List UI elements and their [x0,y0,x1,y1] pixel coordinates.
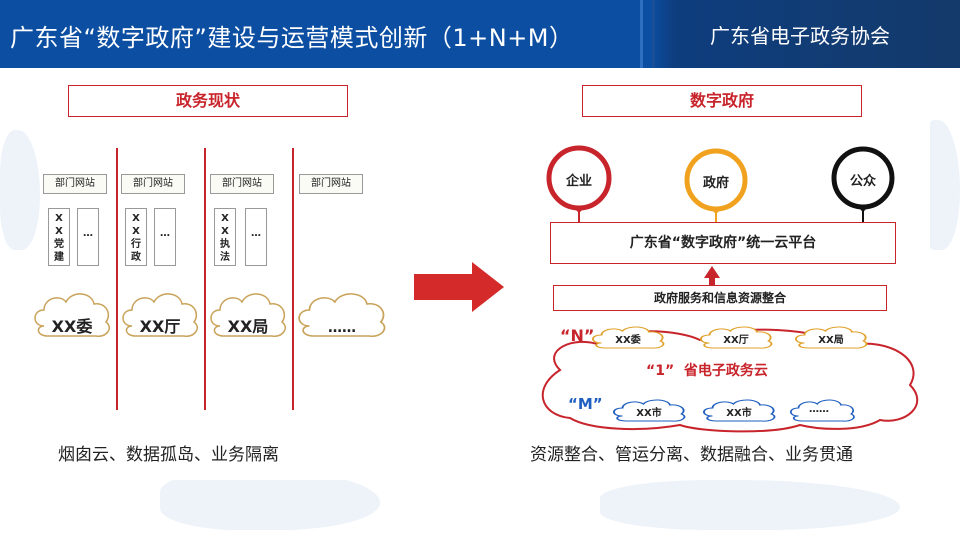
background-map [0,130,40,250]
column-divider [204,148,206,410]
m-label: “M” [568,395,603,413]
slide-title: 广东省“数字政府”建设与运营模式创新（1+N+M） [10,24,574,52]
department-website: 部门网站 [210,174,274,194]
more-box-text: … [160,228,170,239]
app-box-text: XX执法 [220,213,230,263]
app-box: XX行政 [125,208,147,266]
organization-name: 广东省电子政务协会 [710,24,890,48]
left-caption: 烟囱云、数据孤岛、业务隔离 [58,445,279,465]
more-box-text: … [83,228,93,239]
background-map [160,470,380,530]
n-label: “N” [560,326,595,345]
column-divider [116,148,118,410]
header-divider [640,0,643,68]
integration-text: 政府服务和信息资源整合 [653,291,786,305]
more-box: … [245,208,267,266]
app-box-text: XX行政 [131,213,141,263]
right-heading-text: 数字政府 [689,91,754,110]
integration-box: 政府服务和信息资源整合 [553,285,887,311]
unified-platform-text: 广东省“数字政府”统一云平台 [629,235,817,251]
app-box-text: XX党建 [54,213,64,263]
column-divider [292,148,294,410]
header-divider [652,0,655,68]
n-cloud-label: XX局 [818,335,844,346]
unified-platform-box: 广东省“数字政府”统一云平台 [550,222,896,264]
left-heading: 政务现状 [68,85,348,117]
background-map [600,480,900,530]
public-label: 公众 [849,174,876,189]
header-right-band [650,0,960,68]
n-cloud-label: XX委 [615,335,641,346]
app-box: XX执法 [214,208,236,266]
department-website: 部门网站 [121,174,185,194]
app-box: XX党建 [48,208,70,266]
left-heading-text: 政务现状 [175,91,240,110]
more-box-text: … [251,228,261,239]
right-caption: 资源整合、管运分离、数据融合、业务贯通 [530,445,853,465]
government-label: 政府 [702,176,729,191]
more-box: … [154,208,176,266]
transition-arrow-icon [414,262,504,312]
provincial-cloud-label: “1” 省电子政务云 [646,363,768,379]
m-cloud-label: …… [809,404,829,415]
m-cloud-label: XX市 [636,408,662,419]
more-box: … [77,208,99,266]
m-cloud-label: XX市 [726,408,752,419]
department-website: 部门网站 [299,174,363,194]
n-cloud-label: XX厅 [723,335,749,346]
department-website: 部门网站 [43,174,107,194]
header-bar: 广东省“数字政府”建设与运营模式创新（1+N+M） 广东省电子政务协会 [0,0,960,68]
enterprise-label: 企业 [565,174,592,189]
right-heading: 数字政府 [582,85,862,117]
